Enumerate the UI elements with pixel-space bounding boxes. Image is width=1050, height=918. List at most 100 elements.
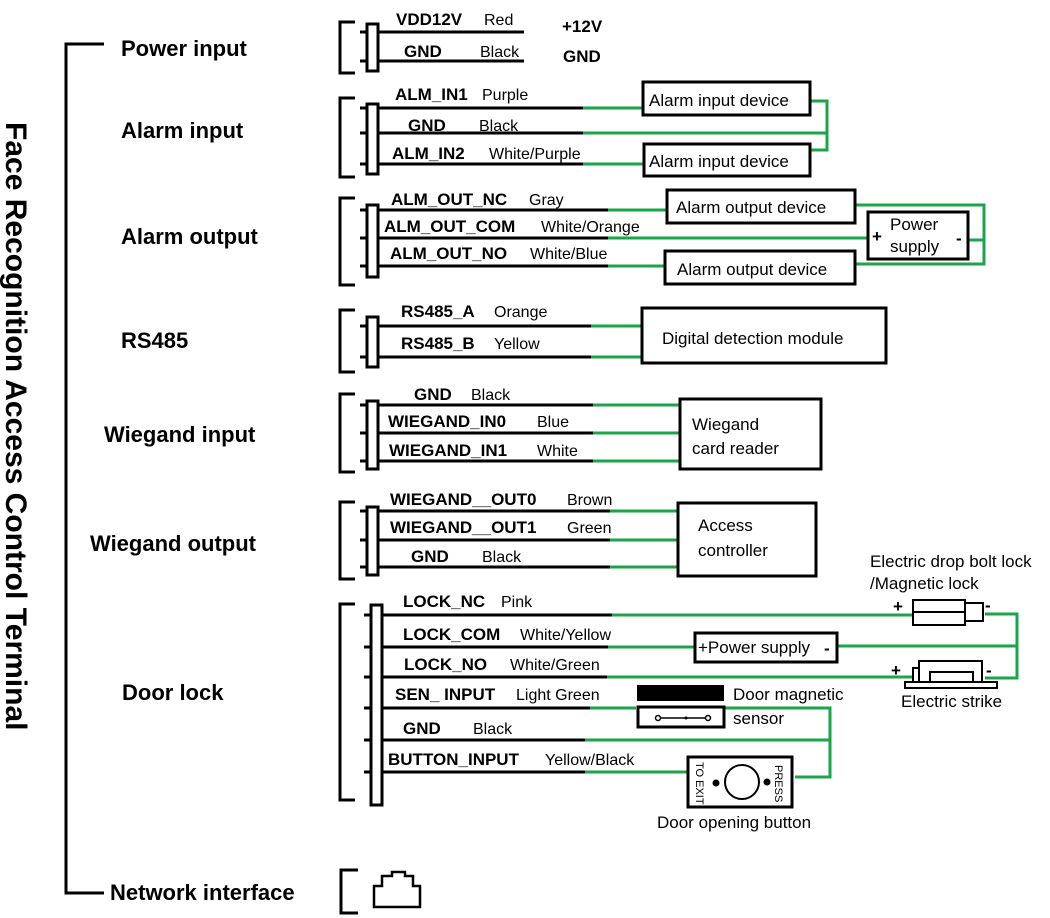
access-controller-label-2: controller bbox=[698, 541, 768, 560]
group-label-door-lock: Door lock bbox=[122, 680, 224, 705]
digital-detection-module bbox=[640, 306, 888, 365]
pin-wiegand-in1: WIEGAND_IN1 bbox=[389, 441, 507, 460]
drop-bolt-label-2: /Magnetic lock bbox=[870, 574, 979, 593]
wire-color: Pink bbox=[501, 594, 533, 611]
power-supply-label-2: supply bbox=[890, 237, 940, 256]
connector-wiegand-input bbox=[338, 392, 380, 474]
connector-door-lock bbox=[338, 602, 384, 807]
wire-color: Yellow bbox=[494, 336, 540, 353]
wire-color: White/Orange bbox=[541, 219, 640, 236]
pin-lock-nc: LOCK_NC bbox=[403, 592, 485, 611]
wiegand-card-reader bbox=[678, 397, 823, 471]
wire-color: White bbox=[537, 443, 578, 460]
pin-lock-com: LOCK_COM bbox=[403, 625, 500, 644]
alarm-output-device-1 bbox=[665, 188, 857, 225]
wire-color: Green bbox=[567, 520, 611, 537]
signal-gnd: GND bbox=[563, 47, 601, 66]
wire-color: White/Purple bbox=[489, 146, 581, 163]
alarm-output-device-2 bbox=[663, 249, 857, 286]
pin-gnd: GND bbox=[403, 719, 441, 738]
drop-bolt-label-1: Electric drop bolt lock bbox=[870, 552, 1032, 571]
signal-12v: +12V bbox=[562, 17, 603, 36]
pin-wiegand-out1: WIEGAND__OUT1 bbox=[390, 518, 536, 537]
pin-gnd: GND bbox=[408, 116, 446, 135]
door-sensor-label-1: Door magnetic bbox=[733, 685, 844, 704]
group-label-wiegand-output: Wiegand output bbox=[90, 531, 257, 556]
lock-power-supply-minus: - bbox=[824, 639, 830, 658]
exit-button-icon bbox=[686, 755, 794, 809]
pin-wiegand-in0: WIEGAND_IN0 bbox=[388, 412, 506, 431]
group-label-wiegand-input: Wiegand input bbox=[104, 422, 256, 447]
exit-button-text-right: PRESS bbox=[772, 765, 784, 802]
pin-gnd: GND bbox=[404, 42, 442, 61]
lock-power-supply-label: +Power supply bbox=[698, 638, 810, 657]
strike-minus: - bbox=[986, 661, 992, 680]
alarm-output-device-2-label: Alarm output device bbox=[677, 260, 827, 279]
wire-color: Purple bbox=[482, 87, 528, 104]
tree-line bbox=[64, 42, 104, 895]
pin-button-input: BUTTON_INPUT bbox=[388, 750, 520, 769]
strike-plus: + bbox=[891, 661, 901, 680]
group-label-alarm-input: Alarm input bbox=[121, 118, 244, 143]
wire-color: Gray bbox=[529, 192, 564, 209]
diagram-title: Face Recognition Access Control Terminal bbox=[0, 122, 32, 730]
wire-color: Black bbox=[473, 721, 513, 738]
wire-color: White/Yellow bbox=[520, 627, 611, 644]
group-label-rs485: RS485 bbox=[121, 328, 188, 353]
pin-alm-out-no: ALM_OUT_NO bbox=[390, 244, 507, 263]
wire-color: Black bbox=[479, 118, 519, 135]
pin-alm-in2: ALM_IN2 bbox=[392, 144, 465, 163]
pin-gnd: GND bbox=[411, 547, 449, 566]
power-plus: + bbox=[872, 227, 882, 246]
wire-color: White/Green bbox=[510, 657, 600, 674]
pin-vdd12v: VDD12V bbox=[396, 10, 463, 29]
connector-power bbox=[338, 20, 380, 75]
connector-rs485 bbox=[338, 308, 380, 374]
group-label-alarm-output: Alarm output bbox=[121, 224, 259, 249]
drop-bolt-lock-icon bbox=[912, 599, 984, 626]
power-minus: - bbox=[956, 229, 962, 248]
alarm-power-supply bbox=[866, 210, 970, 261]
exit-button-label: Door opening button bbox=[657, 813, 811, 832]
pin-alm-out-com: ALM_OUT_COM bbox=[384, 217, 515, 236]
connector-wiegand-output bbox=[338, 500, 380, 581]
access-controller bbox=[676, 501, 818, 578]
pin-sen-input: SEN_ INPUT bbox=[395, 685, 496, 704]
wire-color: Red bbox=[484, 12, 513, 29]
connector-network bbox=[339, 868, 358, 915]
pin-rs485-a: RS485_A bbox=[401, 302, 475, 321]
pin-alm-in1: ALM_IN1 bbox=[395, 85, 468, 104]
wire-color: Brown bbox=[567, 492, 612, 509]
wire-color: Black bbox=[471, 387, 511, 404]
pin-wiegand-out0: WIEGAND__OUT0 bbox=[390, 490, 536, 509]
wire-color: Blue bbox=[537, 414, 569, 431]
connector-alarm-input bbox=[338, 96, 380, 179]
wire-color: Light Green bbox=[516, 687, 600, 704]
alarm-input-device-1-label: Alarm input device bbox=[649, 91, 789, 110]
digital-detection-module-label: Digital detection module bbox=[662, 329, 843, 348]
exit-button-text-left: TO EXIT bbox=[693, 762, 705, 805]
wire-color: Black bbox=[480, 44, 520, 61]
rj45-port-icon bbox=[372, 870, 422, 909]
wiegand-card-reader-label-2: card reader bbox=[692, 439, 779, 458]
door-magnetic-sensor-icon bbox=[636, 685, 726, 729]
wire-color: White/Blue bbox=[530, 246, 607, 263]
alarm-input-device-2 bbox=[642, 142, 812, 178]
power-supply-label-1: Power bbox=[890, 215, 939, 234]
alarm-output-device-1-label: Alarm output device bbox=[676, 198, 826, 217]
group-label-network: Network interface bbox=[110, 880, 295, 905]
connector-alarm-output bbox=[338, 196, 380, 287]
electric-strike-icon bbox=[904, 660, 998, 689]
pin-lock-no: LOCK_NO bbox=[404, 655, 487, 674]
electric-strike-label: Electric strike bbox=[901, 692, 1002, 711]
access-controller-label-1: Access bbox=[698, 516, 753, 535]
alarm-input-device-2-label: Alarm input device bbox=[649, 152, 789, 171]
pin-alm-out-nc: ALM_OUT_NC bbox=[391, 190, 507, 209]
alarm-input-device-1 bbox=[641, 80, 812, 117]
lock-power-supply bbox=[693, 631, 839, 664]
pin-rs485-b: RS485_B bbox=[401, 334, 475, 353]
wire-color: Orange bbox=[494, 304, 547, 321]
wire-color: Yellow/Black bbox=[545, 752, 635, 769]
drop-bolt-minus: - bbox=[985, 596, 991, 615]
